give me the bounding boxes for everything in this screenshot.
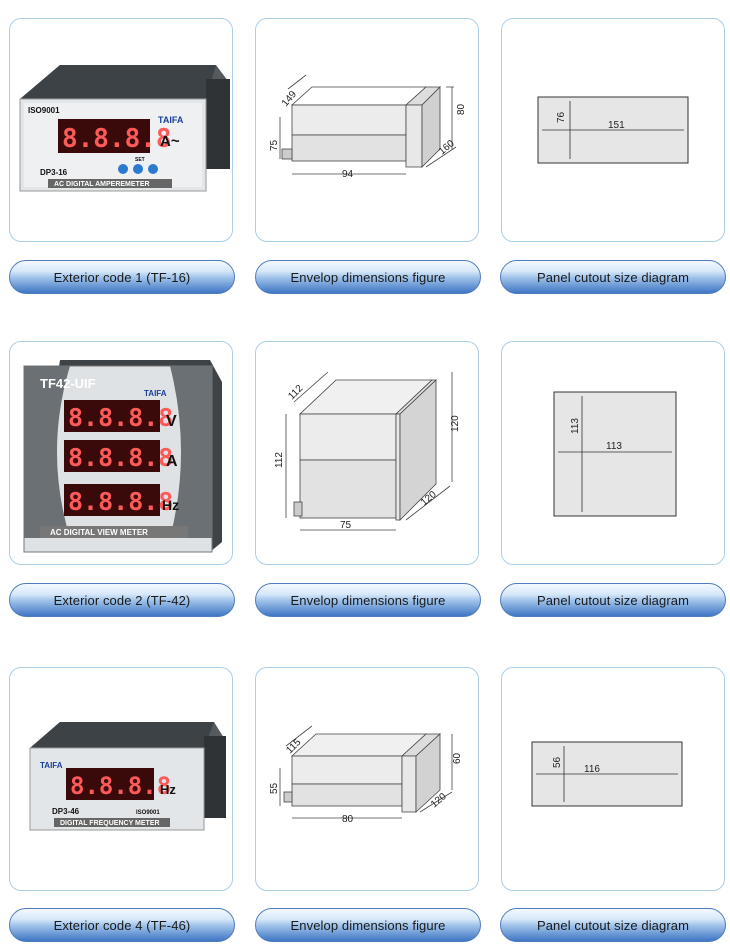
dim-body-length: 80 (342, 814, 354, 825)
cutout-width: 151 (608, 120, 625, 131)
cutout-height: 56 (552, 756, 563, 768)
cutout-label-2: Panel cutout size diagram (536, 592, 690, 608)
exterior-image-card-3: TAIFA 8.8.8.8 Hz DP3-46 ISO9001 DIGITAL … (9, 667, 233, 891)
digit-display-hz: 8.8.8.8 (68, 487, 173, 516)
meter-photo-tf42: TF42-UIF TAIFA 8.8.8.8 V 8.8.8.8 A 8.8.8… (23, 360, 222, 553)
exterior-code-label-1: Exterior code 1 (TF-16) (53, 269, 191, 285)
model-label: DP3-46 (52, 807, 80, 816)
envelop-label-1: Envelop dimensions figure (290, 269, 446, 285)
dim-panel-height: 60 (452, 752, 463, 764)
cert-mark: ISO9001 (28, 106, 60, 115)
dim-front-height: 112 (274, 452, 285, 468)
unit-label-v: V (166, 413, 177, 430)
envelop-label-2: Envelop dimensions figure (290, 592, 446, 608)
envelop-drawing-tf42: 112 112 75 120 120 (274, 371, 461, 531)
envelop-drawing-tf16: 149 75 94 80 160 (269, 74, 467, 180)
cutout-height: 76 (556, 111, 567, 123)
exterior-code-button-1[interactable]: Exterior code 1 (TF-16) (9, 260, 235, 294)
set-label: SET (135, 157, 145, 163)
cutout-drawing-tf46: 56 116 (531, 741, 683, 807)
cutout-drawing-tf16: 76 151 (537, 96, 689, 164)
brand-logo: TAIFA (158, 115, 184, 125)
cutout-width: 116 (584, 764, 600, 775)
exterior-code-button-2[interactable]: Exterior code 2 (TF-42) (9, 583, 235, 617)
model-label: DP3-16 (40, 168, 68, 177)
brand-logo: TAIFA (40, 761, 63, 770)
cert-mark: ISO9001 (136, 810, 160, 816)
brand-logo: TAIFA (144, 389, 167, 398)
digit-display: 8.8.8.8 (62, 124, 172, 154)
cutout-drawing-tf42: 113 113 (553, 391, 677, 517)
dim-body-length: 75 (340, 520, 352, 531)
meter-strip-label: DIGITAL FREQUENCY METER (60, 820, 160, 827)
dim-front-height: 55 (269, 782, 280, 794)
cutout-label-3: Panel cutout size diagram (536, 917, 690, 933)
dim-depth: 112 (286, 383, 305, 402)
exterior-code-label-2: Exterior code 2 (TF-42) (53, 592, 191, 608)
meter-strip-label: AC DIGITAL AMPEREMETER (54, 181, 150, 188)
exterior-code-button-3[interactable]: Exterior code 4 (TF-46) (9, 908, 235, 942)
dim-panel-height: 120 (450, 415, 461, 432)
exterior-image-card-2: TF42-UIF TAIFA 8.8.8.8 V 8.8.8.8 A 8.8.8… (9, 341, 233, 565)
panel-cutout-button-1[interactable]: Panel cutout size diagram (500, 260, 726, 294)
panel-cutout-button-3[interactable]: Panel cutout size diagram (500, 908, 726, 942)
envelop-label-3: Envelop dimensions figure (290, 917, 446, 933)
cutout-width: 113 (606, 441, 622, 452)
envelop-image-card-2: 112 112 75 120 120 (255, 341, 479, 565)
exterior-image-card-1: ISO9001 TAIFA 8.8.8.8 A~ DP3-16 SET AC D… (9, 18, 233, 242)
cutout-image-card-2: 113 113 (501, 341, 725, 565)
envelop-dimensions-button-2[interactable]: Envelop dimensions figure (255, 583, 481, 617)
envelop-image-card-3: 115 55 80 60 120 (255, 667, 479, 891)
up-button-icon (118, 164, 128, 174)
digit-display-v: 8.8.8.8 (68, 403, 173, 432)
digit-display: 8.8.8.8 (70, 772, 171, 800)
cutout-label-1: Panel cutout size diagram (536, 269, 690, 285)
meter-strip-label: AC DIGITAL VIEW METER (50, 528, 148, 537)
meter-photo-tf16: ISO9001 TAIFA 8.8.8.8 A~ DP3-16 SET AC D… (19, 65, 230, 192)
digit-display-a: 8.8.8.8 (68, 443, 173, 472)
cutout-height: 113 (570, 418, 581, 434)
unit-label: Hz (160, 782, 176, 797)
dim-front-height: 75 (269, 139, 280, 151)
meter-photo-tf46: TAIFA 8.8.8.8 Hz DP3-46 ISO9001 DIGITAL … (29, 722, 226, 831)
down-button-icon (148, 164, 158, 174)
unit-label-a: A (166, 453, 178, 470)
envelop-image-card-1: 149 75 94 80 160 (255, 18, 479, 242)
unit-label: A~ (160, 133, 180, 150)
right-button-icon (133, 164, 143, 174)
unit-label-hz: Hz (162, 497, 179, 513)
cutout-image-card-1: 76 151 (501, 18, 725, 242)
dim-body-length: 94 (342, 169, 354, 180)
exterior-code-label-3: Exterior code 4 (TF-46) (53, 917, 191, 933)
model-label: TF42-UIF (40, 376, 96, 391)
envelop-drawing-tf46: 115 55 80 60 120 (269, 725, 463, 825)
envelop-dimensions-button-3[interactable]: Envelop dimensions figure (255, 908, 481, 942)
dim-panel-height: 80 (456, 103, 467, 115)
panel-cutout-button-2[interactable]: Panel cutout size diagram (500, 583, 726, 617)
cutout-image-card-3: 56 116 (501, 667, 725, 891)
envelop-dimensions-button-1[interactable]: Envelop dimensions figure (255, 260, 481, 294)
